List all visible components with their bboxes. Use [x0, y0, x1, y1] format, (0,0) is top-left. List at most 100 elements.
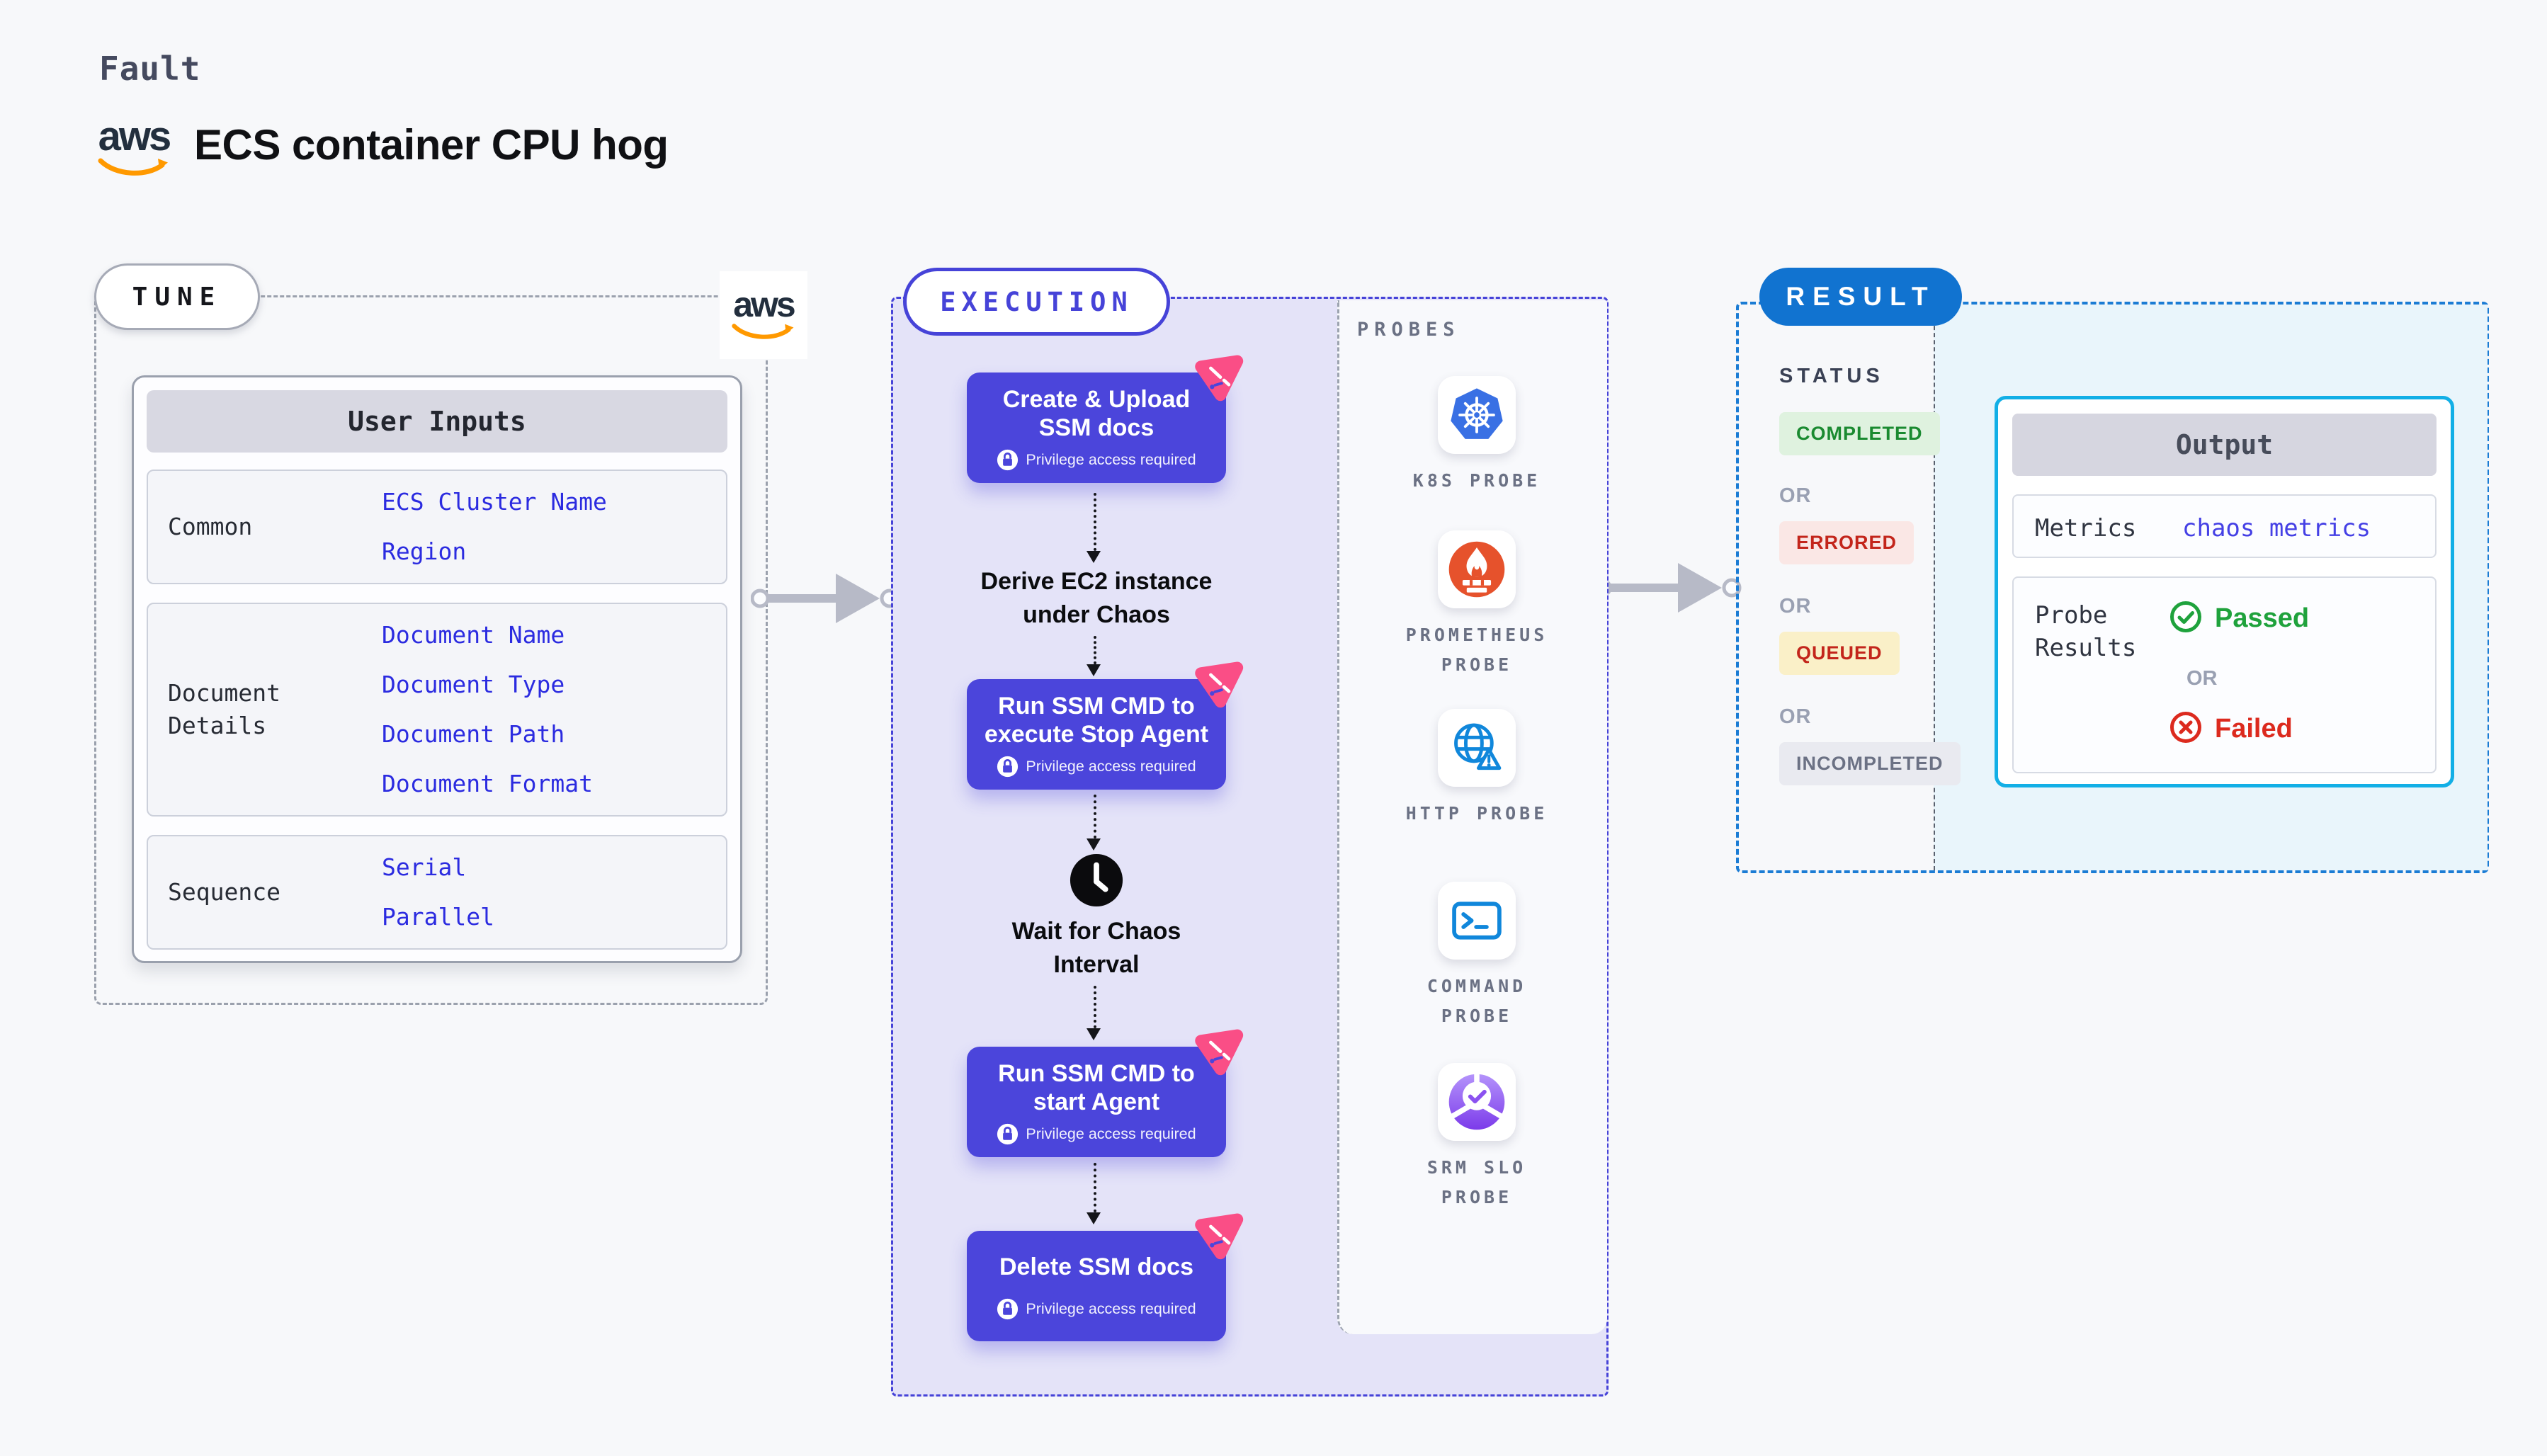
output-card: Output Metrics chaos metrics Probe Resul…	[1995, 396, 2454, 787]
probes-panel	[1337, 300, 1607, 1334]
step-title: Run SSM CMD to execute Stop Agent	[984, 692, 1209, 748]
or-separator: OR	[1779, 595, 1812, 618]
probe-results-label: Probe Results	[2035, 601, 2137, 662]
passed-label: Passed	[2215, 603, 2310, 633]
input-value: Document Format	[382, 770, 594, 797]
step-delete-ssm-docs: Delete SSM docs Privilege access require…	[967, 1213, 1244, 1341]
input-value: Document Path	[382, 720, 565, 748]
lock-icon	[997, 1298, 1019, 1319]
flow-arrowhead	[1087, 664, 1101, 676]
step-create-upload-ssm-docs: Create & Upload SSM docs Privilege acces…	[967, 355, 1244, 483]
flow-arrowhead	[1087, 1212, 1101, 1224]
aws-logo: aws	[97, 116, 171, 180]
status-badge-completed: COMPLETED	[1779, 412, 1940, 455]
input-value: Document Type	[382, 671, 565, 698]
privilege-note-text: Privilege access required	[1026, 757, 1196, 775]
flow-arrow	[1094, 986, 1096, 1028]
privilege-note: Privilege access required	[997, 1298, 1196, 1320]
flow-arrow	[1094, 795, 1096, 838]
http-globe-warning-icon	[1454, 723, 1502, 770]
fault-eyebrow-label: Fault	[99, 50, 201, 88]
or-separator: OR	[1779, 705, 1812, 728]
lock-icon	[997, 1123, 1019, 1144]
metrics-row: Metrics chaos metrics	[2012, 494, 2437, 558]
execution-pill: EXECUTION	[903, 268, 1170, 336]
terminal-icon	[1452, 902, 1502, 940]
aws-logo-text: aws	[733, 285, 795, 324]
input-value: Serial	[382, 853, 467, 881]
metrics-label: Metrics	[2035, 514, 2137, 542]
step-title: Create & Upload SSM docs	[1002, 385, 1191, 441]
prometheus-icon	[1448, 541, 1505, 598]
kubernetes-icon	[1451, 388, 1503, 439]
chaos-flag-icon	[1195, 355, 1244, 402]
flow-arrow	[1094, 1163, 1096, 1212]
input-row-common: Common ECS Cluster Name Region	[147, 470, 727, 584]
probe-label: HTTP PROBE	[1405, 803, 1548, 824]
probes-heading: PROBES	[1357, 319, 1460, 341]
or-separator: OR	[1779, 484, 1812, 507]
input-values: ECS Cluster Name Region	[382, 489, 607, 564]
probe-item-k8s	[1438, 376, 1516, 454]
probe-label: SRM SLO PROBE	[1426, 1157, 1527, 1207]
probe-item-http	[1438, 709, 1516, 787]
status-heading: STATUS	[1779, 365, 1884, 387]
flow-arrow	[1094, 636, 1096, 664]
aws-logo-text: aws	[98, 113, 172, 159]
flow-arrow	[1094, 493, 1096, 551]
flow-arrowhead	[1087, 1028, 1101, 1040]
output-header: Output	[2012, 414, 2437, 476]
tune-to-execution-arrow	[751, 574, 900, 623]
flow-arrowhead	[1087, 838, 1101, 851]
chaos-flag-icon	[1195, 1213, 1244, 1260]
status-badge-errored: ERRORED	[1779, 521, 1914, 564]
execution-section	[891, 297, 1609, 1397]
status-badge-incompleted: INCOMPLETED	[1779, 742, 1961, 785]
wait-for-chaos-note: Wait for Chaos Interval	[1011, 918, 1181, 978]
result-pill: RESULT	[1759, 268, 1962, 326]
input-row-sequence: Sequence Serial Parallel	[147, 835, 727, 950]
aws-logo: aws	[731, 287, 796, 343]
privilege-note: Privilege access required	[997, 756, 1196, 778]
user-inputs-card: User Inputs Common ECS Cluster Name Regi…	[132, 375, 742, 963]
input-value: Region	[382, 538, 467, 565]
chaos-flag-icon	[1195, 661, 1244, 708]
metrics-value: chaos metrics	[2182, 514, 2371, 542]
slo-gauge-check-icon	[1448, 1071, 1505, 1130]
privilege-note-text: Privilege access required	[1026, 450, 1196, 468]
input-row-label: Common	[168, 513, 253, 540]
result-section	[1736, 302, 2489, 873]
aws-smile-icon	[732, 324, 794, 339]
tune-pill: TUNE	[94, 263, 260, 330]
lock-icon	[997, 756, 1019, 777]
page-title: ECS container CPU hog	[194, 121, 669, 169]
input-row-label: Sequence	[168, 878, 280, 906]
passed-check-icon	[2170, 601, 2201, 632]
step-run-ssm-cmd-start-agent: Run SSM CMD to start Agent Privilege acc…	[967, 1029, 1244, 1157]
status-badge-queued: QUEUED	[1779, 632, 1900, 675]
clock-icon	[1070, 853, 1123, 907]
derive-ec2-note: Derive EC2 instance under Chaos	[980, 568, 1213, 628]
privilege-note: Privilege access required	[997, 449, 1196, 471]
privilege-note: Privilege access required	[997, 1123, 1196, 1145]
probe-label: PROMETHEUS PROBE	[1405, 625, 1548, 675]
probe-item-srm-slo	[1438, 1063, 1516, 1141]
probe-results-row: Probe Results Passed OR Failed	[2012, 576, 2437, 773]
probe-label: K8S PROBE	[1412, 470, 1541, 491]
lock-icon	[997, 449, 1019, 470]
probes-to-result-arrow	[1593, 563, 1742, 613]
privilege-note-text: Privilege access required	[1026, 1125, 1196, 1142]
input-value: ECS Cluster Name	[382, 488, 607, 516]
probe-item-command	[1438, 882, 1516, 960]
probe-item-prometheus	[1438, 530, 1516, 608]
input-values: Document Name Document Type Document Pat…	[382, 622, 593, 797]
flow-arrowhead	[1087, 551, 1101, 563]
user-inputs-header: User Inputs	[147, 390, 727, 453]
input-value: Document Name	[382, 621, 565, 649]
probe-label: COMMAND PROBE	[1426, 976, 1527, 1026]
input-value: Parallel	[382, 903, 494, 931]
aws-logo-tune-patch: aws	[720, 271, 807, 359]
failed-x-icon	[2170, 712, 2201, 743]
input-row-document-details: Document Details Document Name Document …	[147, 603, 727, 817]
